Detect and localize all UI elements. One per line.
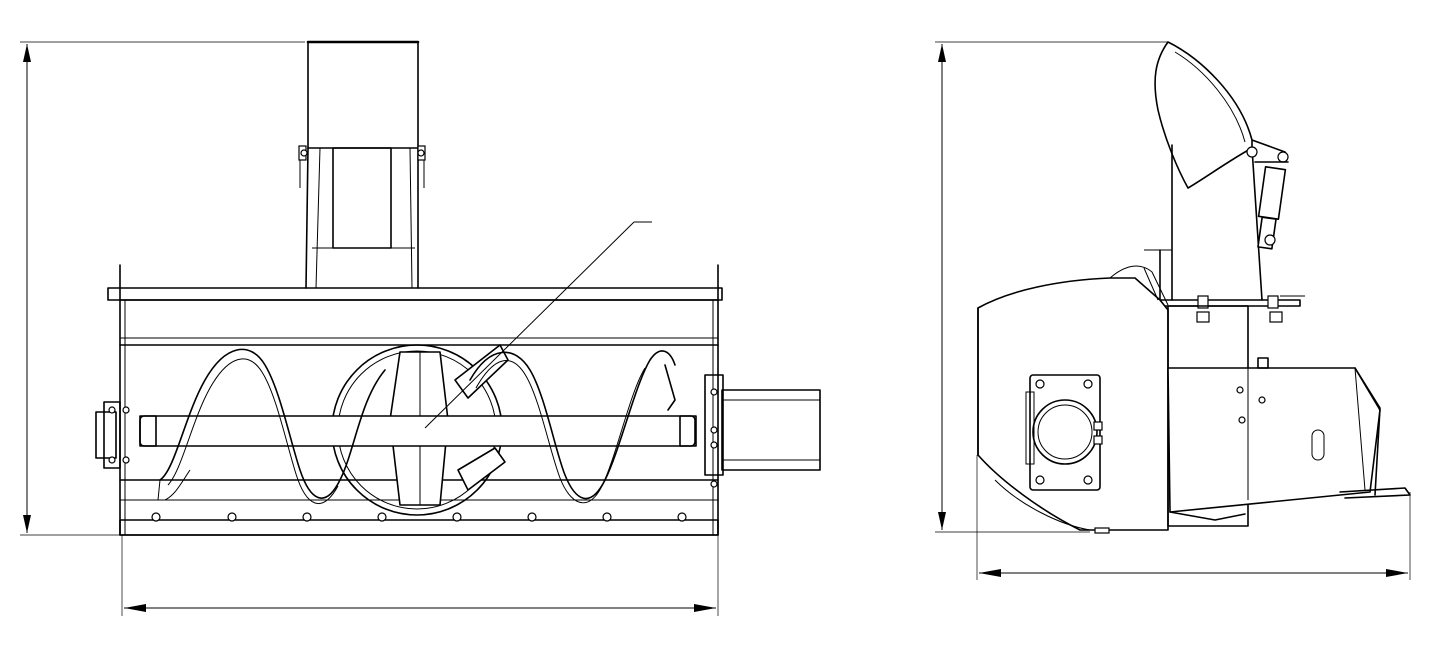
side-rear-frame [1167,305,1411,527]
side-height-dimension [935,41,1168,533]
front-view [20,40,821,616]
side-depth-dimension [976,455,1411,580]
deflector-actuator [1246,139,1289,250]
side-bearing-flange [1025,374,1103,491]
side-bolts [710,388,718,488]
side-view [935,41,1411,580]
right-mount-plate [704,374,821,476]
skid-bolts [151,512,687,522]
discharge-chute [298,40,426,289]
side-skid [1080,511,1246,534]
auger-shaft [139,415,697,447]
front-height-dimension [20,41,305,536]
left-bearing [95,401,130,469]
side-chute [1144,41,1263,301]
leader-line [424,221,652,429]
auger-flights [157,348,676,505]
front-width-dimension [121,535,719,616]
